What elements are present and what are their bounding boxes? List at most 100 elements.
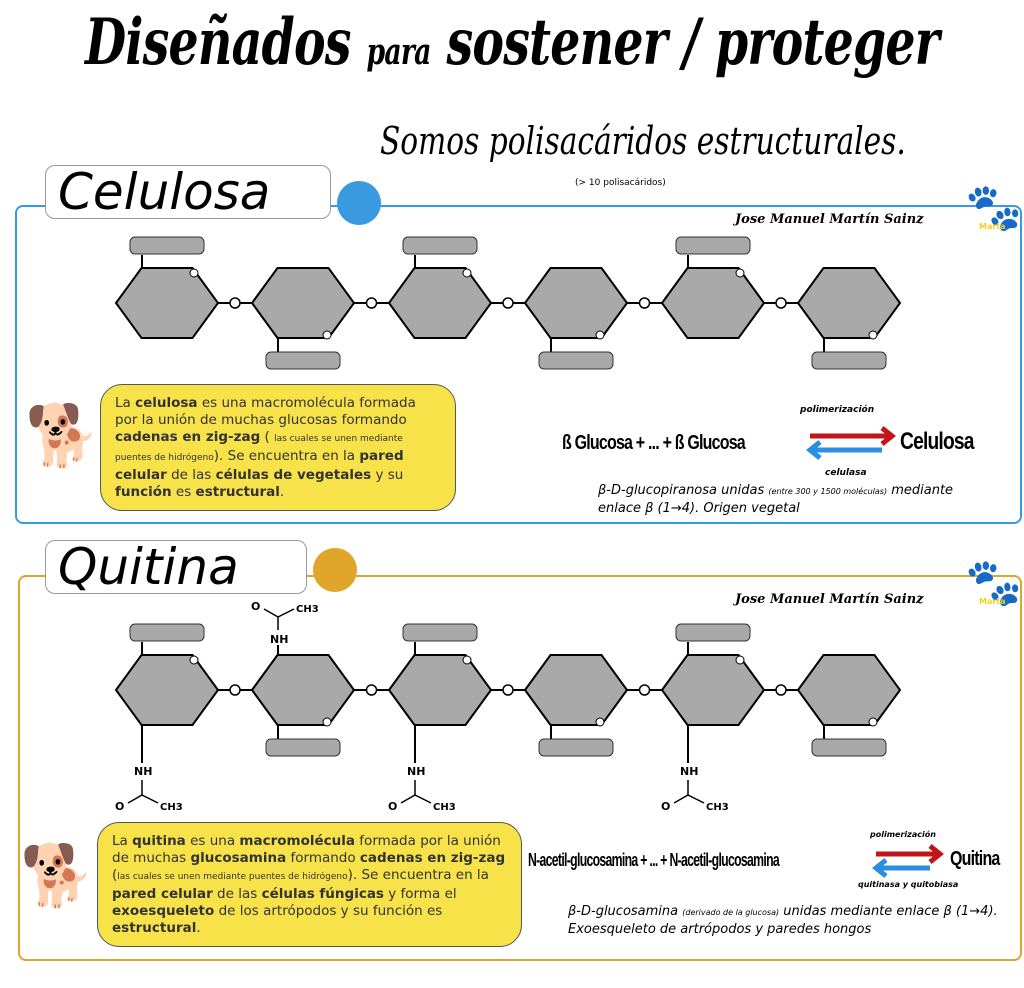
- title-part-2: para: [366, 31, 431, 73]
- quitina-equation-right: Quitina: [950, 848, 1000, 870]
- celulosa-label: Celulosa: [45, 165, 331, 219]
- bubble-text: .: [279, 484, 285, 500]
- paw-logo: 🐾: [965, 180, 1023, 234]
- oxygen-label: O: [388, 800, 397, 813]
- side-group: [129, 623, 205, 642]
- glucose-hexagon: [523, 654, 629, 726]
- celulosa-panel: [15, 205, 1022, 524]
- celulosa-forward-arrow: [810, 426, 897, 446]
- oxygen-atom: [868, 717, 878, 727]
- bubble-text: función: [115, 484, 172, 500]
- glycosidic-oxygen: [229, 684, 241, 696]
- description-text: (entre 300 y 1500 moléculas): [768, 487, 888, 496]
- glucose-hexagon: [387, 654, 493, 726]
- side-group: [675, 236, 751, 255]
- celulosa-backward-enzyme: celulasa: [825, 468, 867, 478]
- quitina-backward-enzyme: quitinasa y quitobiasa: [858, 880, 959, 889]
- main-title: Diseñados para sostener / proteger: [85, 5, 940, 90]
- oxygen-atom: [595, 717, 605, 727]
- paw-logo: 🐾: [965, 555, 1023, 609]
- bubble-text: y su: [371, 467, 404, 483]
- bubble-text: es una: [185, 833, 240, 849]
- side-group: [538, 351, 614, 370]
- bubble-text: células fúngicas: [261, 886, 384, 902]
- glycosidic-oxygen: [502, 684, 514, 696]
- side-group: [402, 623, 478, 642]
- title-part-3: sostener / proteger: [446, 5, 939, 80]
- bubble-text: es: [171, 484, 196, 500]
- quitina-circle: [313, 548, 357, 592]
- bubble-text: .: [196, 920, 201, 936]
- glucose-hexagon: [114, 267, 220, 339]
- nh-group: NH: [680, 765, 698, 778]
- bubble-text: cadenas en zig-zag: [115, 429, 261, 445]
- oxygen-atom: [868, 330, 878, 340]
- glycosidic-oxygen: [638, 684, 651, 696]
- bubble-text: formando: [286, 850, 360, 866]
- oxygen-atom: [595, 330, 605, 340]
- oxygen-atom: [735, 268, 745, 278]
- bubble-text: ). Se encuentra en la: [213, 448, 360, 464]
- glucose-hexagon: [250, 267, 356, 339]
- quitina-label: Quitina: [45, 540, 307, 594]
- bond-line: [400, 794, 416, 804]
- side-group: [402, 236, 478, 255]
- oxygen-label: O: [115, 800, 124, 813]
- quitina-equation-left: N-acetil-glucosamina + ... + N-acetil-gl…: [528, 850, 780, 870]
- bubble-text: cadenas en zig-zag: [359, 850, 506, 866]
- bubble-text: (: [112, 867, 118, 883]
- bubble-text: glucosamina: [190, 850, 287, 866]
- nh-group: NH: [407, 765, 425, 778]
- side-group: [129, 236, 205, 255]
- bond-line: [141, 794, 159, 804]
- methyl-group: CH3: [706, 802, 729, 813]
- paw-logo-text: Marta: [979, 222, 1006, 231]
- bond-line: [687, 794, 705, 804]
- bubble-text: de las: [212, 886, 262, 902]
- glucose-hexagon: [660, 654, 766, 726]
- bubble-text: estructural: [195, 484, 280, 500]
- quitina-forward-arrow: [876, 844, 945, 864]
- oxygen-label: O: [251, 600, 260, 613]
- oxygen-atom: [189, 655, 199, 665]
- bubble-text: pared celular: [115, 448, 404, 483]
- subtitle: Somos polisacáridos estructurales.: [380, 119, 906, 163]
- bond-line: [673, 794, 689, 804]
- bubble-text: La: [112, 833, 133, 849]
- glycosidic-oxygen: [775, 297, 787, 309]
- methyl-group: CH3: [160, 802, 183, 813]
- description-text: unidas mediante enlace β (1→4). Exoesque…: [568, 904, 998, 937]
- quitina-forward-enzyme: polimerización: [870, 830, 936, 839]
- bubble-text: estructural: [112, 920, 197, 936]
- oxygen-atom: [322, 717, 332, 727]
- glycosidic-oxygen: [502, 297, 514, 309]
- signature: Jose Manuel Martín Sainz: [735, 212, 924, 227]
- glycosidic-oxygen: [638, 297, 651, 309]
- oxygen-atom: [189, 268, 199, 278]
- bond-line: [414, 794, 432, 804]
- bubble-text: las cuales se unen mediante puentes de h…: [117, 872, 348, 882]
- description-text: β-D-glucosamina: [568, 904, 683, 919]
- description-text: mediante enlace β (1→4). Origen vegetal: [598, 483, 954, 516]
- oxygen-atom: [735, 655, 745, 665]
- quitina-backward-arrow: [871, 858, 930, 878]
- description-text: β-D-glucopiranosa unidas: [598, 483, 769, 498]
- paw-logo-text: Marta: [979, 597, 1006, 606]
- description-text: (derivado de la glucosa): [682, 908, 780, 917]
- dog-illustration: 🐕: [25, 401, 100, 471]
- side-group: [538, 738, 614, 757]
- glycosidic-oxygen: [365, 297, 378, 309]
- side-group: [675, 623, 751, 642]
- celulosa-backward-arrow: [805, 440, 882, 460]
- bubble-text: ). Se encuentra en la: [347, 867, 489, 883]
- glucose-hexagon: [660, 267, 766, 339]
- nh-group: NH: [270, 633, 288, 646]
- side-group: [265, 351, 341, 370]
- glucose-hexagon: [114, 654, 220, 726]
- signature: Jose Manuel Martín Sainz: [735, 592, 924, 607]
- celulosa-forward-enzyme: polimerización: [800, 405, 875, 415]
- dog-illustration: 🐕: [20, 841, 95, 911]
- oxygen-atom: [322, 330, 332, 340]
- bubble-text: y forma el: [383, 886, 457, 902]
- bubble-text: pared celular: [112, 886, 213, 902]
